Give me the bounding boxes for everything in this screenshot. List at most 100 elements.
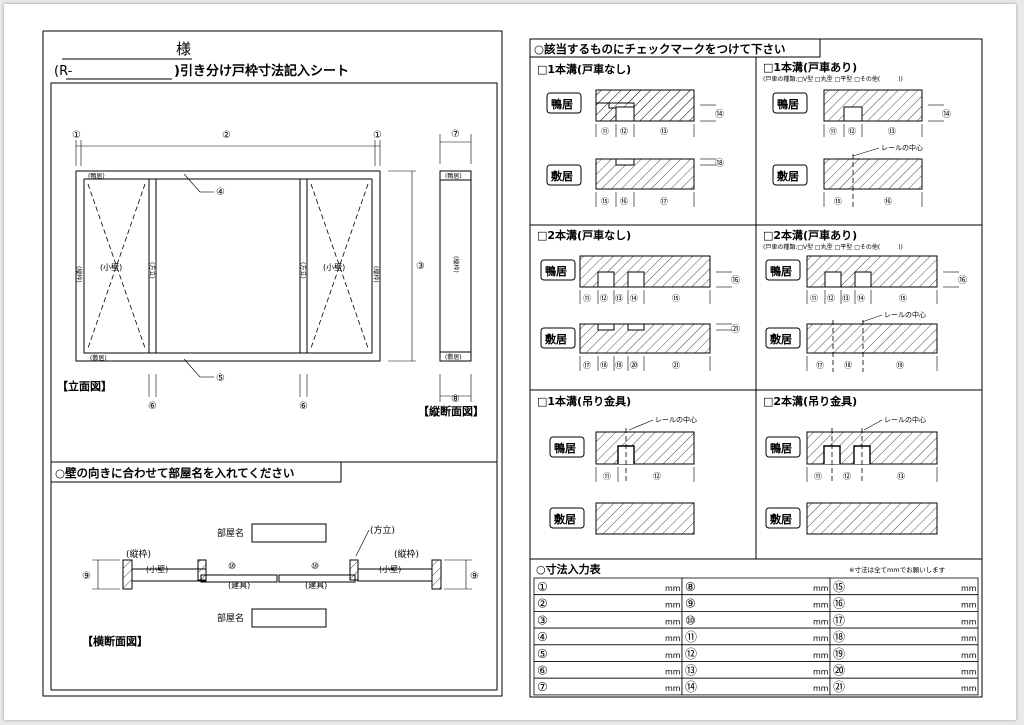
- section-3-title[interactable]: □2本溝(戸車なし): [537, 228, 631, 242]
- dim-9-right: ⑨: [470, 571, 479, 582]
- dimension-number: ⑱: [833, 630, 845, 644]
- svg-text:⑱: ⑱: [600, 361, 608, 370]
- left-wall-cross: [87, 183, 146, 349]
- unit-label: mm: [813, 601, 829, 610]
- door-frame-outline: [75, 170, 381, 362]
- svg-text:⑬: ⑬: [660, 127, 668, 136]
- svg-text:敷居: 敷居: [770, 332, 792, 346]
- dimension-number: ⑩: [685, 613, 696, 627]
- dim-2: ②: [222, 130, 231, 141]
- dimension-number: ⑮: [833, 580, 845, 594]
- svg-text:レールの中心: レールの中心: [884, 310, 926, 319]
- dimension-number: ②: [537, 597, 548, 611]
- unit-label: mm: [813, 684, 829, 693]
- dimension-input-cell[interactable]: [829, 677, 979, 696]
- dimension-input-cell[interactable]: [681, 594, 831, 612]
- sheet-title: )引き分け戸枠寸法記入シート: [174, 63, 349, 79]
- svg-text:⑳: ⑳: [630, 361, 638, 370]
- svg-text:⑬: ⑬: [615, 294, 623, 303]
- s4-shikii-profile: [806, 323, 938, 354]
- svg-text:⑫: ⑫: [848, 127, 856, 136]
- dim-9-left: ⑨: [82, 571, 91, 582]
- dimension-input-cell[interactable]: [681, 661, 831, 679]
- svg-text:(小壁): (小壁): [379, 564, 401, 574]
- unit-label: mm: [665, 617, 681, 626]
- dimension-input-cell[interactable]: [681, 644, 831, 662]
- s5-shikii-profile: [595, 502, 695, 535]
- dimension-input-cell[interactable]: [533, 594, 683, 612]
- svg-text:敷居: 敷居: [770, 512, 792, 526]
- room-name-bottom-field[interactable]: [251, 608, 327, 628]
- s2-kamoi-profile: [823, 89, 923, 122]
- svg-text:⑮: ⑮: [601, 197, 609, 206]
- section-1-title[interactable]: □1本溝(戸車なし): [537, 62, 631, 76]
- dimension-input-cell[interactable]: [829, 661, 979, 679]
- dimension-input-cell[interactable]: [829, 577, 979, 596]
- dimension-input-cell[interactable]: [681, 677, 831, 696]
- unit-label: mm: [813, 651, 829, 660]
- dimension-input-cell[interactable]: [681, 577, 831, 596]
- svg-text:⑪: ⑪: [829, 127, 837, 136]
- svg-text:⑰: ⑰: [583, 361, 591, 370]
- title-sama: 様: [176, 40, 191, 58]
- section-5-title[interactable]: □1本溝(吊り金具): [537, 394, 631, 408]
- svg-text:⑪: ⑪: [601, 127, 609, 136]
- dimension-input-cell[interactable]: [829, 627, 979, 646]
- room-name-top-field[interactable]: [251, 523, 327, 543]
- wall-heading: ○壁の向きに合わせて部屋名を入れてください: [55, 466, 294, 480]
- svg-text:鴨居: 鴨居: [770, 441, 792, 455]
- svg-text:⑭: ⑭: [857, 294, 865, 303]
- dimension-input-cell[interactable]: [533, 661, 683, 679]
- table-heading: ○寸法入力表: [536, 562, 602, 576]
- dimension-input-cell[interactable]: [533, 677, 683, 696]
- svg-text:⑭: ⑭: [630, 294, 638, 303]
- unit-label: mm: [665, 651, 681, 660]
- left-panel-frame: [42, 30, 503, 697]
- dimension-number: ①: [537, 580, 548, 594]
- dimension-input-cell[interactable]: [681, 611, 831, 629]
- svg-text:レールの中心: レールの中心: [881, 143, 923, 152]
- svg-text:(方立): (方立): [370, 524, 395, 536]
- dimension-input-cell[interactable]: [533, 644, 683, 662]
- svg-text:(縦枠): (縦枠): [394, 548, 419, 560]
- dimension-input-cell[interactable]: [829, 644, 979, 662]
- section-2-title[interactable]: □1本溝(戸車あり): [763, 60, 857, 74]
- svg-text:⑲: ⑲: [615, 361, 623, 370]
- svg-text:⑮: ⑮: [899, 294, 907, 303]
- unit-label: mm: [813, 584, 829, 593]
- svg-text:レールの中心: レールの中心: [655, 415, 697, 424]
- dim-6-left: ⑥: [148, 401, 157, 412]
- section-6-title[interactable]: □2本溝(吊り金具): [763, 394, 857, 408]
- dim-8: ⑧: [451, 394, 460, 405]
- dimension-number: ⑥: [537, 664, 548, 678]
- s6-shikii-profile: [806, 502, 938, 535]
- section-4-title[interactable]: □2本溝(戸車あり): [763, 228, 857, 242]
- elevation-label: 【立面図】: [57, 379, 112, 393]
- unit-label: mm: [665, 668, 681, 677]
- dim-3: ③: [416, 261, 425, 272]
- kokabe-left: (小壁): [100, 262, 122, 272]
- unit-label: mm: [961, 684, 977, 693]
- dimension-number: ⑯: [833, 597, 845, 611]
- kamoi-labels: 鴨居 鴨居 鴨居 鴨居 鴨居 鴨居: [540, 92, 808, 458]
- svg-text:(敷居): (敷居): [445, 353, 462, 361]
- svg-text:⑱: ⑱: [844, 361, 852, 370]
- dimension-input-cell[interactable]: [533, 627, 683, 646]
- svg-text:鴨居: 鴨居: [777, 97, 799, 111]
- svg-text:㉑: ㉑: [731, 324, 740, 335]
- kamoi-tag: (鴨居): [88, 172, 105, 180]
- dimension-input-cell[interactable]: [533, 611, 683, 629]
- svg-text:鴨居: 鴨居: [545, 264, 567, 278]
- room-label-top: 部屋名: [217, 527, 244, 539]
- svg-text:⑪: ⑪: [814, 472, 822, 481]
- dimension-input-cell[interactable]: [681, 627, 831, 646]
- document-page: 様 (R- )引き分け戸枠寸法記入シート ① ② ① (鴨居) (敷居) (小壁…: [4, 4, 1016, 720]
- dimension-input-cell[interactable]: [829, 611, 979, 629]
- svg-text:⑪: ⑪: [810, 294, 818, 303]
- drawing-sheet: 様 (R- )引き分け戸枠寸法記入シート ① ② ① (鴨居) (敷居) (小壁…: [42, 30, 983, 698]
- svg-text:(小壁): (小壁): [146, 564, 168, 574]
- dimension-input-cell[interactable]: [829, 594, 979, 612]
- dimension-input-cell[interactable]: [533, 577, 683, 596]
- unit-label: mm: [665, 601, 681, 610]
- katadachi-left: (方立): [148, 262, 156, 279]
